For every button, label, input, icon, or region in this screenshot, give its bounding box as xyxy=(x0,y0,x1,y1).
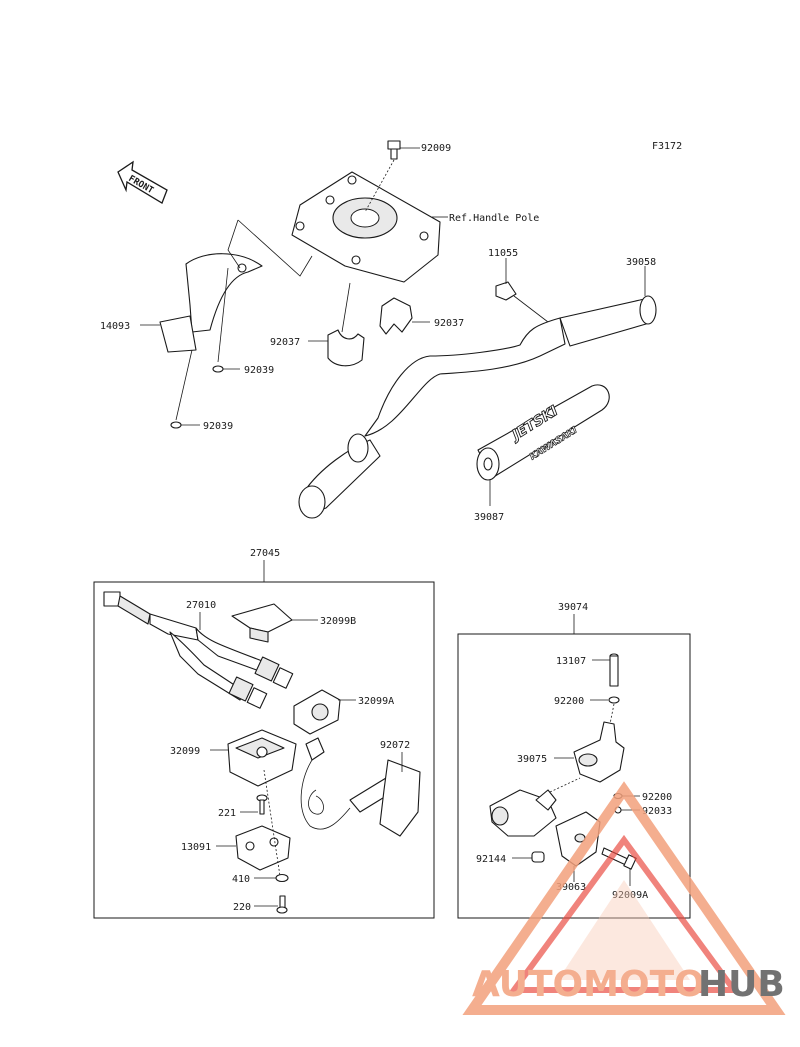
label-410: 410 xyxy=(232,874,250,885)
bracket-14093 xyxy=(159,253,263,353)
watermark-text-2: HUB xyxy=(698,964,785,1005)
label-32099: 32099 xyxy=(170,746,200,757)
holder-body xyxy=(489,789,557,837)
automotohub-watermark: AUTOMOTO HUB xyxy=(462,781,786,1015)
label-92200-b: 92200 xyxy=(642,792,672,803)
label-92072: 92072 xyxy=(380,740,410,751)
watermark-text-1: AUTOMOTO xyxy=(472,964,705,1005)
label-92037-left: 92037 xyxy=(270,337,300,348)
label-27045: 27045 xyxy=(250,548,280,559)
label-14093: 14093 xyxy=(100,321,130,332)
label-92009A: 92009A xyxy=(612,890,648,901)
pin-13107 xyxy=(609,653,619,687)
screw-92039-b xyxy=(170,421,182,429)
cover-32099B xyxy=(231,603,293,643)
label-92200-a: 92200 xyxy=(554,696,584,707)
label-39074: 39074 xyxy=(558,602,588,613)
label-92039-a: 92039 xyxy=(244,365,274,376)
holder-assy-box xyxy=(457,633,691,919)
label-13091: 13091 xyxy=(181,842,211,853)
label-27010: 27010 xyxy=(186,600,216,611)
front-arrow-icon: FRONT xyxy=(117,160,168,204)
screw-220 xyxy=(276,895,288,914)
label-32099A: 32099A xyxy=(358,696,394,707)
label-39087: 39087 xyxy=(474,512,504,523)
bracket-11055 xyxy=(495,281,517,301)
label-39063: 39063 xyxy=(556,882,586,893)
handlebar-39058 xyxy=(298,295,657,519)
harness-27010 xyxy=(103,591,294,709)
hinge-39075 xyxy=(573,721,625,783)
ref-handle-pole-label: Ref.Handle Pole xyxy=(449,213,539,224)
label-13107: 13107 xyxy=(556,656,586,667)
clamp-92037-right xyxy=(379,297,413,335)
label-92144: 92144 xyxy=(476,854,506,865)
figure-code: F3172 xyxy=(652,141,682,152)
lanyard-92072 xyxy=(300,737,421,837)
label-32099B: 32099B xyxy=(320,616,356,627)
pad-39087: JETSKI KAWASAKI xyxy=(476,384,610,481)
switch-assy-box xyxy=(93,581,435,919)
label-220: 220 xyxy=(233,902,251,913)
label-39058: 39058 xyxy=(626,257,656,268)
spring-92144 xyxy=(531,851,545,863)
plate-13091 xyxy=(235,825,291,871)
clip-39063 xyxy=(555,811,601,867)
housing-32099 xyxy=(227,729,297,787)
label-92009: 92009 xyxy=(421,143,451,154)
label-92037-right: 92037 xyxy=(434,318,464,329)
bolt-92009 xyxy=(387,140,401,160)
label-92039-b: 92039 xyxy=(203,421,233,432)
screw-221 xyxy=(256,794,268,815)
label-39075: 39075 xyxy=(517,754,547,765)
washer-410 xyxy=(275,873,289,883)
label-11055: 11055 xyxy=(488,248,518,259)
clamp-92037-left xyxy=(327,329,365,367)
screw-92039-a xyxy=(212,365,224,373)
washer-92200-a xyxy=(608,696,620,704)
label-92033: 92033 xyxy=(642,806,672,817)
label-221: 221 xyxy=(218,808,236,819)
handle-pole-plate xyxy=(291,171,441,283)
button-32099A xyxy=(293,689,341,735)
